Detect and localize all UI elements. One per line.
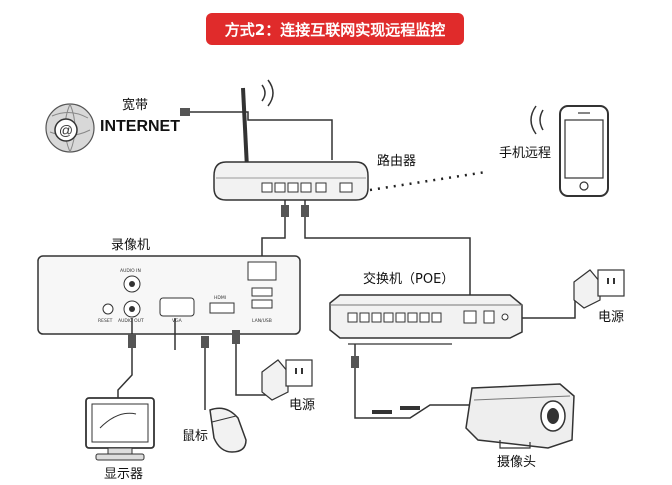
audio-out-port-label: AUDIO OUT xyxy=(118,319,144,324)
router-switch-cable xyxy=(304,200,471,295)
internet-cable-plug xyxy=(180,108,190,116)
nvr-power-cable xyxy=(235,336,270,396)
router-device xyxy=(213,79,369,201)
power-plug xyxy=(232,330,240,344)
audio-in-port-label: AUDIO IN xyxy=(120,269,141,274)
svg-text:@: @ xyxy=(59,122,73,138)
cable-plug xyxy=(301,205,309,217)
camera-cable xyxy=(354,344,470,419)
nvr-device xyxy=(37,255,301,335)
mouse-label: 鼠标 xyxy=(182,429,209,444)
broadband-label: 宽带 xyxy=(122,98,149,113)
router-nvr-cable xyxy=(261,200,286,258)
hdmi-port-label: HDMI xyxy=(214,296,227,301)
camera-cable-connector xyxy=(372,406,420,414)
wireless-link xyxy=(369,170,487,192)
mouse-icon xyxy=(209,407,247,453)
switch-power-cable xyxy=(522,296,576,319)
cable-plug xyxy=(281,205,289,217)
camera-cable-plug xyxy=(351,356,359,368)
power-adapter-right-icon xyxy=(573,269,625,309)
lan-usb-port-label: LAN/USB xyxy=(252,319,272,324)
power-right-label: 电源 xyxy=(598,310,625,325)
reset-port-label: RESET xyxy=(98,319,113,324)
poe-switch-device xyxy=(329,294,523,339)
vga-plug xyxy=(128,334,136,348)
monitor-icon xyxy=(85,397,155,461)
switch-label: 交换机（POE） xyxy=(363,272,455,287)
nvr-label: 录像机 xyxy=(111,238,151,253)
router-label: 路由器 xyxy=(377,154,417,169)
power-bottom-label: 电源 xyxy=(289,398,316,413)
vga-port-label: VGA xyxy=(172,319,182,324)
usb-plug xyxy=(201,336,209,348)
camera-icon xyxy=(465,383,575,449)
camera-label: 摄像头 xyxy=(497,455,537,470)
globe-icon: @ xyxy=(45,103,95,153)
internet-label: INTERNET xyxy=(100,118,180,135)
mobile-remote-label: 手机远程 xyxy=(499,146,552,161)
power-adapter-bottom-icon xyxy=(261,359,313,401)
internet-cable xyxy=(188,111,333,160)
phone-icon xyxy=(530,105,609,197)
monitor-label: 显示器 xyxy=(104,467,144,482)
title-banner: 方式2：连接互联网实现远程监控 xyxy=(206,13,464,45)
